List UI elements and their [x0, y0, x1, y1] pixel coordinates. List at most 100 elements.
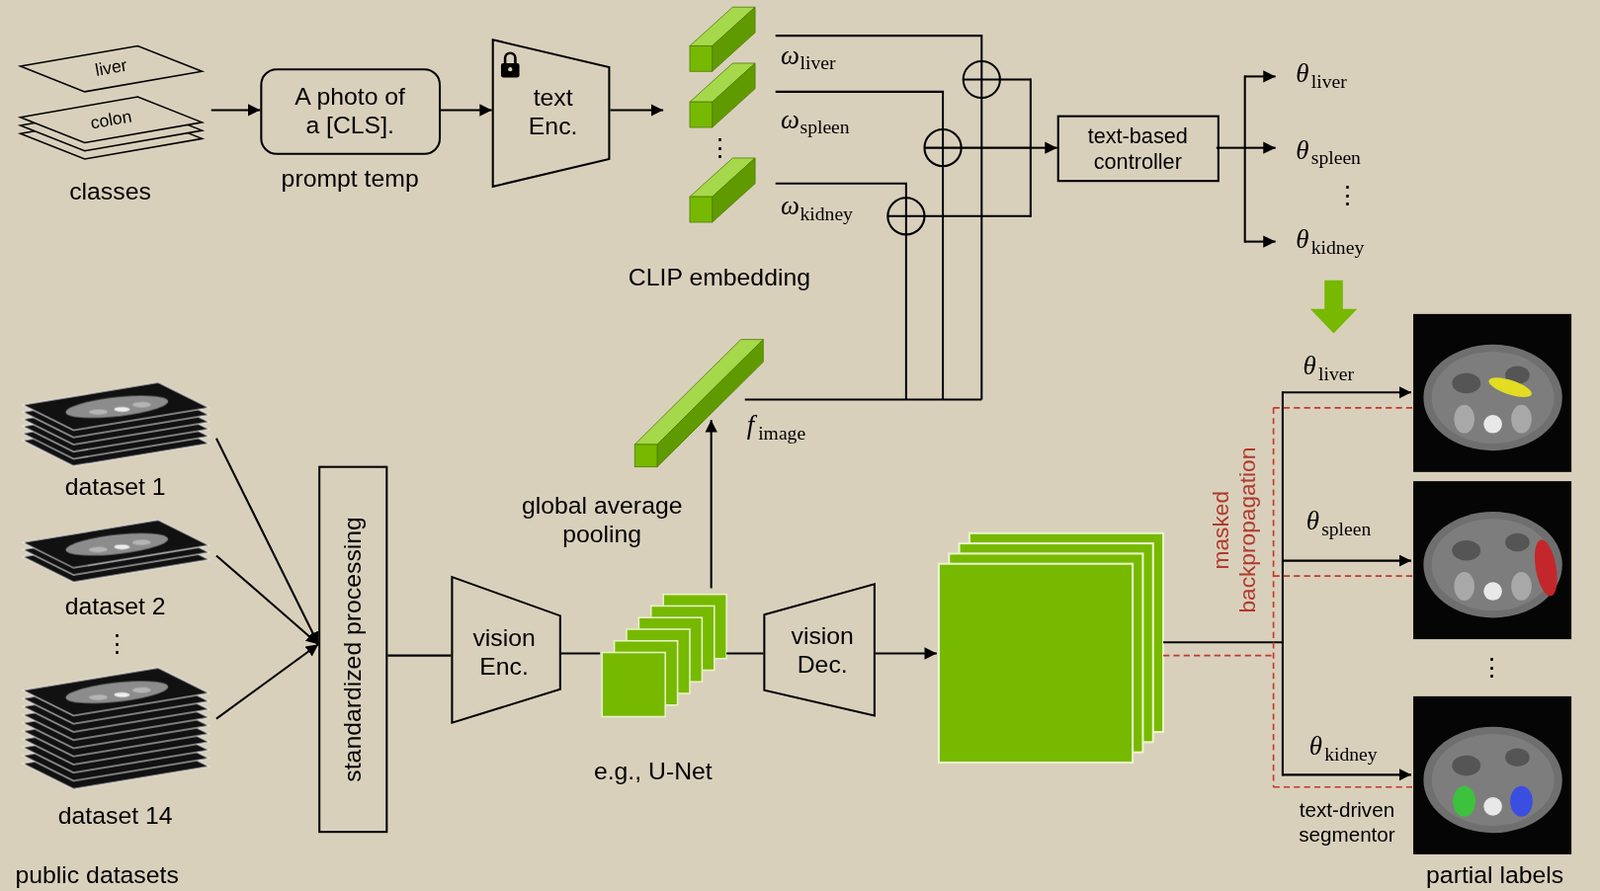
fusion-wires — [1245, 147, 1276, 150]
subscript: liver — [1318, 362, 1354, 386]
output-map-stack — [938, 533, 1164, 763]
segmentor-wires — [1163, 391, 1412, 776]
connector — [211, 108, 261, 111]
weight-symbol: ω — [780, 191, 800, 224]
node-text: text Enc. — [516, 83, 589, 141]
sum-symbol — [963, 61, 1001, 98]
connector — [726, 653, 763, 656]
group-caption: partial labels — [1426, 860, 1564, 890]
weight-symbol: ω — [780, 104, 800, 137]
segmentor-wires — [1281, 391, 1284, 776]
subscript: spleen — [800, 115, 850, 139]
lock-icon — [501, 63, 520, 78]
clip-embedding-cuboids — [712, 63, 756, 128]
fusion-wires — [905, 234, 908, 400]
subscript: kidney — [1324, 743, 1377, 766]
text-based-controller: text-based controller — [1056, 115, 1219, 183]
masked-backprop-path — [1273, 407, 1414, 410]
dataset-slices — [22, 382, 210, 790]
sum-symbol — [887, 61, 1001, 235]
fusion-wires — [1245, 75, 1276, 78]
clip-embedding-cuboids — [689, 6, 756, 223]
node-text: standardized processing — [338, 516, 368, 782]
connector — [216, 555, 319, 645]
masked-backprop-path — [1163, 655, 1274, 658]
lock-icon — [501, 53, 520, 79]
ct-slice-image — [1510, 786, 1533, 818]
dataset-slices — [22, 668, 210, 717]
fusion-wires — [1000, 78, 1031, 81]
parameter-symbol: θ — [1303, 351, 1317, 384]
sum-symbol — [887, 197, 925, 235]
node-text: prompt temp — [281, 164, 420, 193]
backprop-label: masked backpropagation — [1208, 438, 1263, 623]
subscript: spleen — [1311, 146, 1361, 169]
connector — [216, 438, 319, 645]
masked-backprop-path — [1272, 408, 1275, 788]
fusion-wires — [1245, 241, 1276, 244]
class-planes — [20, 96, 203, 143]
dataset-slices — [22, 382, 210, 431]
class-planes: livercolonclasses — [14, 40, 211, 209]
connector — [561, 653, 600, 656]
parameter-symbol: θ — [1295, 59, 1309, 91]
sum-symbol — [887, 197, 925, 235]
masked-backprop-path — [1163, 408, 1414, 788]
node-text: CLIP embedding — [628, 262, 811, 292]
fusion-wires — [1030, 147, 1058, 150]
output-map-stack — [938, 564, 1133, 763]
connector — [609, 108, 664, 111]
ellipsis: ⋮ — [707, 133, 733, 163]
class-planes — [20, 45, 203, 91]
feature-map-stack — [601, 653, 666, 718]
ct-slice-image — [1413, 481, 1572, 640]
ct-slice-image — [1413, 314, 1572, 473]
text-based-controller-border — [1057, 116, 1218, 182]
subscript: kidney — [800, 202, 853, 226]
ellipsis: ⋮ — [1479, 653, 1505, 682]
parameter-symbol: θ — [1295, 225, 1309, 257]
feature-symbol: f — [747, 411, 755, 443]
ct-slice-image — [1413, 696, 1572, 855]
ct-slice-image — [1413, 696, 1572, 855]
subscript: liver — [1311, 70, 1348, 93]
component-caption: text-driven segmentor — [1275, 799, 1420, 848]
clip-embedding-cuboids — [689, 101, 713, 128]
fusion-wires — [745, 399, 983, 402]
operation-label: global average pooling — [505, 491, 699, 549]
segmentor-wires — [1282, 773, 1412, 776]
node-text: A photo of a [CLS]. — [288, 82, 412, 140]
fusion-wires — [924, 215, 1030, 218]
subscript: image — [757, 421, 806, 445]
prompt-template-box: A photo of a [CLS]. prompt temp — [259, 68, 441, 194]
masked-backprop-path — [1273, 786, 1414, 789]
parameter-arrow — [1310, 280, 1357, 335]
fusion-wires — [941, 166, 944, 400]
group-caption: public datasets — [14, 860, 178, 890]
image-feature-cuboid — [634, 444, 658, 468]
node-text: classes — [69, 176, 152, 206]
node-text: liver — [93, 55, 129, 82]
decoder-arrow — [875, 653, 937, 656]
dataset-stack: dataset 2 — [14, 514, 216, 622]
lock-icon — [505, 53, 515, 65]
subscript: kidney — [1311, 236, 1364, 259]
parameter-symbol: θ — [1309, 732, 1323, 764]
vision-decoder: vision Dec. — [762, 583, 876, 717]
node-text: vision Enc. — [463, 623, 546, 681]
ct-slice-image — [1452, 786, 1476, 818]
feature-map-stack — [601, 594, 727, 718]
segmentor-wires — [1282, 560, 1412, 563]
ct-slice-image — [1530, 538, 1561, 599]
connector — [440, 108, 493, 111]
pooling-arrow — [710, 420, 713, 589]
fusion-wires — [1244, 75, 1247, 243]
subscript: liver — [800, 51, 837, 75]
node-text: dataset 14 — [58, 801, 173, 831]
parameter-symbol: θ — [1295, 135, 1309, 168]
text-encoder: text Enc. — [492, 38, 611, 188]
clip-embedding-cuboids — [689, 196, 713, 223]
vision-decoder-border — [763, 584, 875, 716]
clip-embedding-cuboids — [689, 45, 713, 72]
